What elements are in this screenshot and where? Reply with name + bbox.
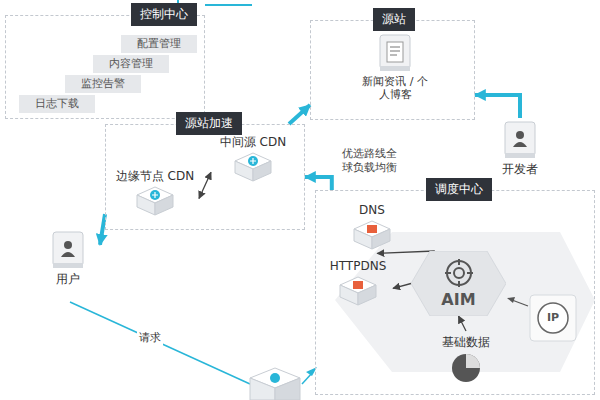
link-arrow bbox=[377, 251, 435, 253]
node-label: 中间源 CDN bbox=[220, 135, 286, 149]
request-node bbox=[250, 368, 300, 400]
menu-label: 配置管理 bbox=[137, 37, 181, 50]
origin-server: 新闻资讯 / 个人博客 bbox=[356, 31, 434, 103]
icon-part bbox=[505, 153, 535, 158]
icon-part bbox=[505, 122, 535, 156]
node-label: AIM bbox=[441, 290, 475, 309]
cube-icon bbox=[338, 275, 378, 307]
ip-icon bbox=[538, 303, 568, 333]
edge-note: 请求 bbox=[137, 330, 163, 346]
top-link bbox=[205, 4, 252, 6]
node-label: 新闻资讯 / 个人博客 bbox=[360, 75, 430, 101]
icon-part bbox=[248, 156, 258, 166]
icon-holder bbox=[378, 33, 412, 73]
link-arrow bbox=[393, 284, 411, 289]
dispatch-panel: 调度中心DNSHTTPDNSAIM基础数据 bbox=[315, 190, 595, 395]
flow-arrow bbox=[475, 95, 520, 118]
icon-part bbox=[452, 354, 480, 382]
arrow-head bbox=[507, 297, 515, 303]
node-label: 用户 bbox=[56, 272, 80, 286]
icon-part bbox=[454, 268, 464, 278]
ip-tile bbox=[530, 295, 576, 341]
cube-icon bbox=[135, 185, 175, 217]
menu-item: 内容管理 bbox=[93, 55, 169, 73]
icon-part bbox=[516, 131, 524, 139]
dns-node: DNS bbox=[346, 201, 398, 253]
node-label: HTTPDNS bbox=[330, 259, 387, 273]
cdn-node: 中间源 CDN bbox=[211, 133, 295, 185]
icon-part bbox=[513, 142, 527, 147]
developer-node: 开发者 bbox=[490, 118, 550, 178]
data-node: 基础数据 bbox=[426, 331, 506, 389]
icon-holder bbox=[338, 275, 378, 307]
aim-node: AIM bbox=[411, 251, 506, 316]
menu-label: 内容管理 bbox=[109, 57, 153, 70]
menu-label: 日志下载 bbox=[35, 97, 79, 110]
icon-holder bbox=[135, 185, 175, 217]
request-line bbox=[70, 302, 250, 384]
node-label: 开发者 bbox=[502, 162, 538, 176]
icon-part bbox=[367, 225, 377, 233]
icon-part bbox=[152, 192, 158, 198]
dns-node: HTTPDNS bbox=[323, 257, 393, 309]
icon-letter: IP bbox=[545, 310, 561, 326]
user-node: 用户 bbox=[35, 225, 100, 291]
link-arrow bbox=[459, 316, 467, 331]
icon-part bbox=[445, 259, 473, 287]
icon-part bbox=[380, 66, 410, 71]
icon-part bbox=[150, 190, 160, 200]
node-label: DNS bbox=[359, 203, 385, 217]
flow-arrow bbox=[305, 177, 332, 190]
menu-label: 监控告警 bbox=[81, 77, 125, 90]
acceleration-panel: 源站加速中间源 CDN边缘节点 CDN bbox=[105, 124, 305, 230]
icon-part bbox=[53, 263, 83, 268]
icon-holder bbox=[233, 151, 273, 183]
icon-part bbox=[64, 241, 72, 249]
icon-part bbox=[466, 354, 480, 368]
icon-part bbox=[390, 47, 400, 55]
server-icon bbox=[503, 120, 537, 160]
ip-link bbox=[512, 300, 528, 306]
icon-part bbox=[53, 232, 83, 266]
edge-label: 优选路线全球负载均衡 bbox=[340, 146, 402, 176]
icon-holder bbox=[449, 351, 483, 385]
cube-mark bbox=[270, 373, 280, 383]
icon-part bbox=[61, 252, 75, 257]
server-icon bbox=[378, 33, 412, 73]
server-icon bbox=[51, 230, 85, 270]
icon-part bbox=[353, 281, 363, 289]
menu-item: 配置管理 bbox=[121, 35, 197, 53]
control-panel: 控制中心配置管理内容管理监控告警日志下载 bbox=[5, 15, 205, 119]
panel-tab: 源站加速 bbox=[176, 112, 242, 135]
link-arrow bbox=[199, 172, 211, 198]
hub-plate bbox=[335, 232, 595, 372]
flow-arrow bbox=[289, 105, 310, 124]
icon-holder bbox=[352, 219, 392, 251]
node-label: 边缘节点 CDN bbox=[116, 169, 194, 183]
panel-tab: 源站 bbox=[373, 8, 415, 31]
icon-part bbox=[387, 42, 403, 62]
pie-icon bbox=[449, 351, 483, 385]
hex-shape bbox=[411, 251, 506, 316]
panel-tab: 调度中心 bbox=[426, 178, 492, 201]
target-icon bbox=[442, 258, 476, 288]
origin-panel: 源站新闻资讯 / 个人博客 bbox=[310, 20, 475, 120]
cube-icon bbox=[233, 151, 273, 183]
cdn-node: 边缘节点 CDN bbox=[111, 167, 199, 219]
node-label: 基础数据 bbox=[442, 335, 490, 349]
cube-icon bbox=[352, 219, 392, 251]
menu-item: 日志下载 bbox=[19, 95, 95, 113]
menu-item: 监控告警 bbox=[65, 75, 141, 93]
icon-holder bbox=[442, 258, 476, 288]
icon-part bbox=[250, 158, 256, 164]
icon-holder bbox=[503, 120, 537, 160]
icon-holder bbox=[51, 230, 85, 270]
icon-part bbox=[380, 35, 410, 69]
panel-tab: 控制中心 bbox=[131, 3, 197, 26]
